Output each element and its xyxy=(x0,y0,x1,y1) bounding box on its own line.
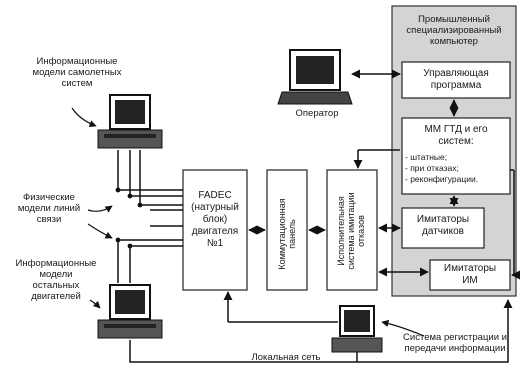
fadec-label: FADEC (натурный блок) двигателя №1 xyxy=(191,190,239,249)
im-simulators-box xyxy=(429,259,511,291)
control-program-label: Управляющая программа xyxy=(423,68,489,91)
failure-system-box xyxy=(326,169,378,291)
sensor-simulators-box xyxy=(401,207,485,249)
info-models-aircraft-label: Информационные модели самолетных систем xyxy=(32,56,122,89)
info-models-engines-label: Информационные модели остальных двигател… xyxy=(15,258,97,302)
gtd-item-3: - реконфигурации. xyxy=(405,174,479,184)
junction-dots xyxy=(115,187,143,249)
industrial-pc-label: Промышленный специализированный компьюте… xyxy=(406,14,502,47)
physical-models-label: Физические модели линий связи xyxy=(17,192,81,225)
registration-system-label: Система регистрации и передачи информаци… xyxy=(403,332,507,354)
switch-panel-box xyxy=(266,169,308,291)
switch-panel-label: Коммутационная панель xyxy=(277,198,297,270)
engines-models-computer-icon xyxy=(97,284,163,339)
physical-link-lines xyxy=(117,150,183,283)
gtd-item-2: - при отказах; xyxy=(405,163,459,173)
operator-label: Оператор xyxy=(295,108,339,119)
gtd-models-title: ММ ГТД и его систем: xyxy=(424,124,488,147)
gtd-item-1: - штатные; xyxy=(405,152,448,162)
local-network-label: Локальная сеть xyxy=(251,352,321,363)
failure-system-label: Исполнительная система имитации отказов xyxy=(336,192,366,270)
aircraft-models-computer-icon xyxy=(97,94,163,149)
control-program-box xyxy=(401,61,511,99)
operator-computer-icon xyxy=(277,49,353,105)
gtd-models-box xyxy=(401,117,511,195)
sensor-simulators-label: Имитаторы датчиков xyxy=(416,214,470,237)
fadec-box xyxy=(182,169,248,291)
im-simulators-label: Имитаторы ИМ xyxy=(443,263,497,286)
registration-computer-icon xyxy=(331,305,383,353)
